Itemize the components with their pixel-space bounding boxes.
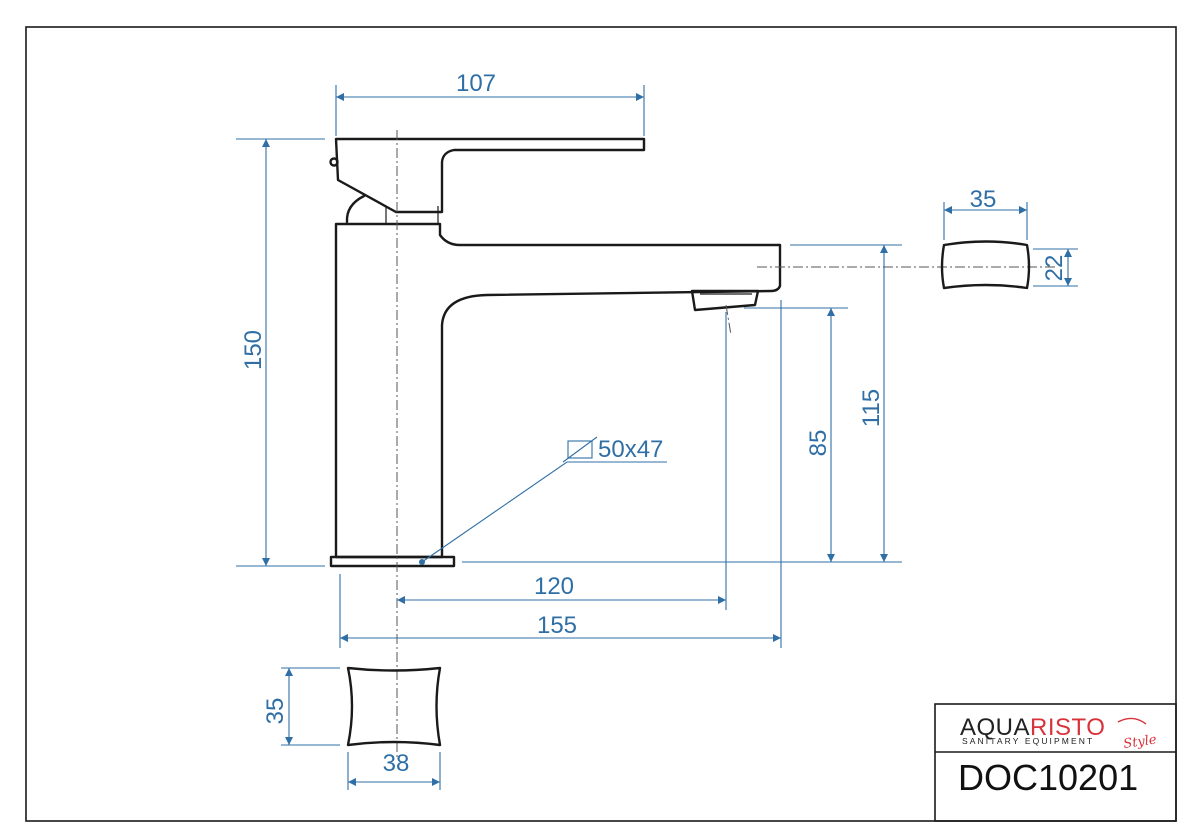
brand-script: Style <box>1122 732 1157 752</box>
brand-swoosh-icon <box>1117 717 1147 725</box>
drawing-frame <box>25 26 1177 822</box>
base-size-leader <box>421 461 667 563</box>
dim-body-width: 38 <box>383 750 410 777</box>
faucet-side-view <box>329 137 782 568</box>
dim-body-depth: 35 <box>262 698 289 725</box>
faucet-body <box>334 222 782 559</box>
brand-logo-part-1: AQUA <box>960 714 1030 741</box>
dim-spout-thickness: 22 <box>1041 255 1068 282</box>
title-block: AQUARISTO SANITARY EQUIPMENT Style DOC10… <box>934 703 1177 822</box>
handle-stem <box>385 206 439 224</box>
handle-pin <box>329 157 339 167</box>
outlet-centerline <box>725 304 732 336</box>
dim-handle-length: 107 <box>456 70 496 97</box>
leader-dot <box>419 559 425 565</box>
dim-spout-reach: 120 <box>534 573 574 600</box>
faucet-handle <box>334 137 646 214</box>
body-section <box>346 666 442 747</box>
title-block-frame <box>934 703 1177 822</box>
dim-total-height: 150 <box>240 330 267 370</box>
base-plate <box>329 555 456 568</box>
handle-curve <box>345 194 366 224</box>
brand-logo: AQUARISTO <box>960 714 1105 741</box>
dim-outlet-clearance: 85 <box>805 430 832 457</box>
brand-subtitle: SANITARY EQUIPMENT <box>962 736 1094 746</box>
aerator <box>690 289 760 312</box>
rectangle-size-icon <box>562 436 598 463</box>
document-number: DOC10201 <box>958 757 1138 798</box>
dim-handle-width: 35 <box>970 186 997 213</box>
dim-outlet-height: 115 <box>858 389 885 427</box>
dimension-lines <box>262 93 1072 786</box>
brand-logo-part-2: RISTO <box>1030 714 1105 741</box>
dim-overall-depth: 155 <box>537 612 577 639</box>
handle-section <box>940 240 1031 290</box>
dim-base-size: 50x47 <box>598 436 663 463</box>
